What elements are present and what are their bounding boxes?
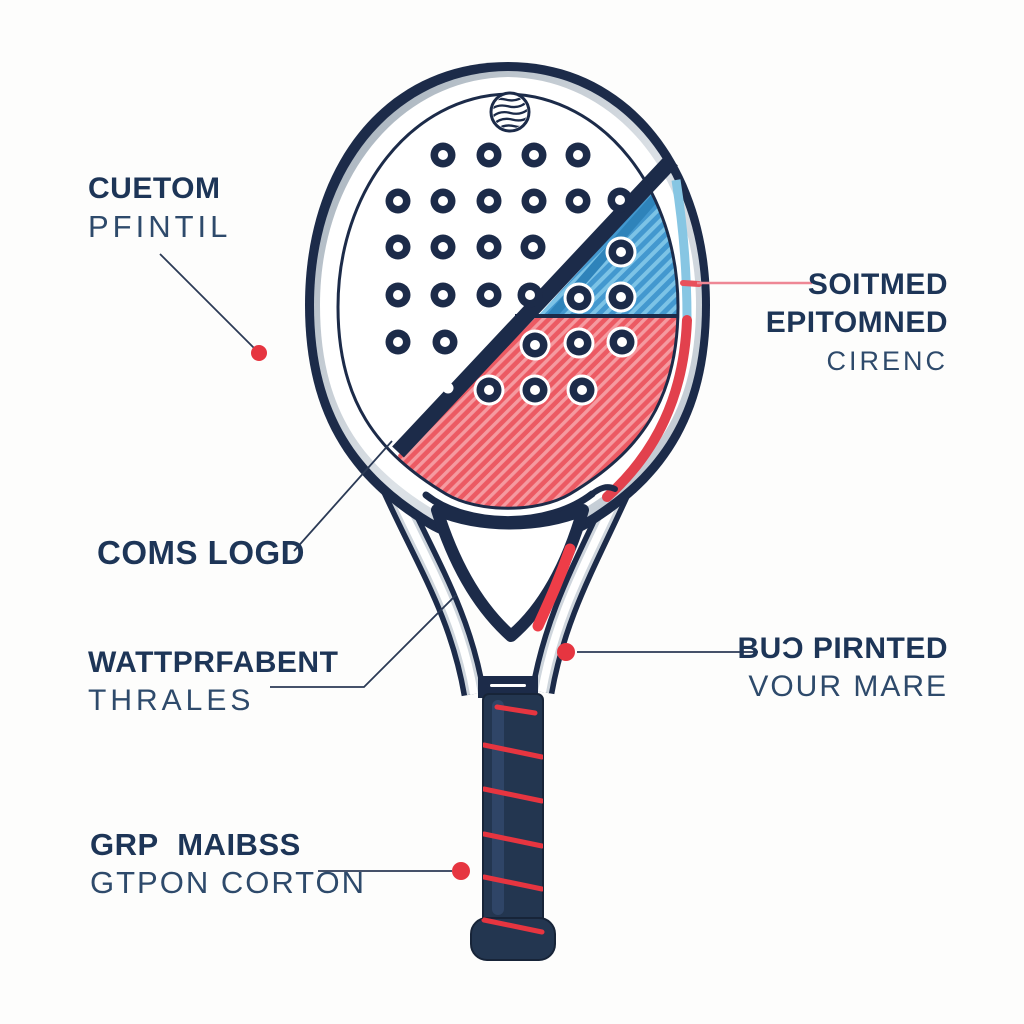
label-printed-area-title: SOITMED <box>807 268 948 301</box>
leader-waterproof <box>270 594 457 688</box>
leader-custom-print <box>159 253 257 351</box>
dot-grip <box>452 862 470 880</box>
face-holes <box>385 142 638 406</box>
grip-handle <box>470 676 556 961</box>
label-grip-title: GRP MAIBSS <box>90 827 301 862</box>
leader-core-logo <box>293 440 393 552</box>
label-grip: GRP MAIBSS GTPON CORTON <box>90 826 366 902</box>
leader-lines <box>159 253 758 872</box>
marker-dots <box>251 345 575 880</box>
label-custom-print: CUETOM PFINTIL <box>88 170 231 246</box>
label-waterproof-subtitle: THRALES <box>88 684 255 717</box>
label-grip-subtitle: GTPON CORTON <box>90 865 367 900</box>
label-core-logo: COMS LOGD <box>97 534 305 572</box>
label-printed-name-title: BUƆ PIRNTED <box>737 632 948 665</box>
ball-icon <box>488 91 532 134</box>
leader-printed-area-start <box>680 280 702 287</box>
label-core-logo-title: COMS LOGD <box>97 534 305 571</box>
label-printed-name-subtitle: VOUR MARE <box>748 670 948 703</box>
label-printed-area-subtitle: CIRENC <box>826 346 948 376</box>
label-waterproof: WATTPRFABENT THRALES <box>88 644 338 720</box>
label-waterproof-title: WATTPRFABENT <box>88 646 339 679</box>
grip-stripes <box>481 704 545 935</box>
throat-red-accent <box>532 543 576 632</box>
label-custom-print-subtitle: PFINTIL <box>88 209 232 244</box>
label-custom-print-title: CUETOM <box>88 172 221 205</box>
dot-custom-print <box>251 345 267 361</box>
label-printed-name: BUƆ PIRNTED VOUR MARE <box>737 630 948 706</box>
dot-printed-name <box>557 643 575 661</box>
label-printed-area-title2: EPITOMNED <box>765 306 948 339</box>
label-printed-area: SOITMED EPITOMNED CIRENC <box>766 266 948 380</box>
